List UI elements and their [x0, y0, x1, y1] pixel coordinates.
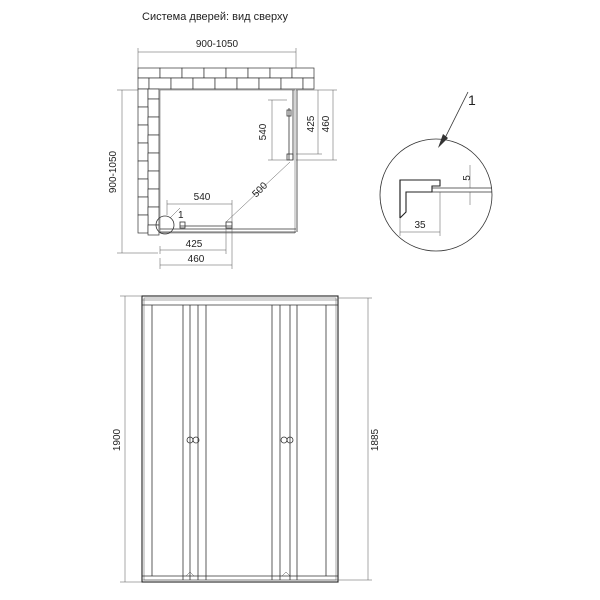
brick-wall-left [137, 88, 160, 236]
detail-callout-label: 1 [468, 92, 476, 108]
dim-panel-bottom: 460 [188, 254, 205, 265]
dim-depth: 900-1050 [108, 150, 119, 193]
dim-panel-right: 460 [321, 115, 332, 132]
dim-opening-right: 425 [306, 115, 317, 132]
dim-width: 900-1050 [196, 39, 239, 50]
callout-small-label: 1 [178, 210, 184, 221]
dim-height-panel: 1885 [370, 428, 381, 451]
top-view: 1 900-1050 900-1050 540 540 500 425 460 [108, 39, 337, 269]
detail-callout-circle [155, 215, 175, 235]
dim-door-top: 540 [194, 192, 211, 203]
dim-gap: 5 [462, 175, 473, 181]
dim-opening-bottom: 425 [186, 239, 203, 250]
handle-right [280, 436, 294, 444]
callout-arrowhead [438, 134, 448, 148]
profile-detail: 1 5 35 [379, 91, 493, 252]
handle-left [186, 436, 200, 444]
dim-profile: 35 [414, 220, 426, 231]
front-view: 1900 1885 [112, 295, 381, 583]
dim-door-right: 540 [258, 123, 269, 140]
drawing-title: Система дверей: вид сверху [142, 11, 288, 23]
dim-height-total: 1900 [112, 428, 123, 451]
brick-wall-top [137, 67, 315, 90]
detail-circle [379, 138, 493, 252]
